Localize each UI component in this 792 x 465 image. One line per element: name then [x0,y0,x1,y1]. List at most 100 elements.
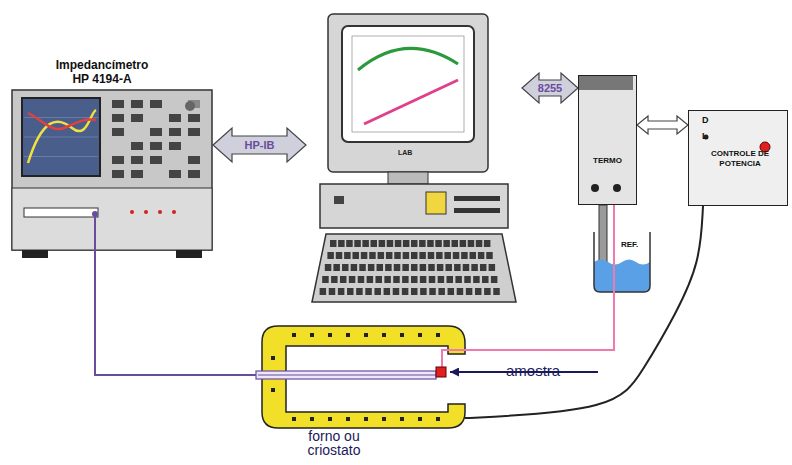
bus-arrow [213,128,306,162]
instrument-key [188,170,200,178]
trace-yellow [28,110,96,163]
thermometer-label: TERMO [579,156,636,166]
instrument-body [12,90,212,250]
power-controller: DLCONTROLE DE POTENCIA [688,110,788,206]
keyboard-key [445,264,452,271]
keyboard-key [402,276,409,283]
keyboard-key [368,264,375,271]
controller-label: CONTROLE DE POTENCIA [707,149,773,169]
instrument-key [169,128,181,136]
keyboard-key [428,252,435,259]
keyboard-key [437,264,444,271]
keyboard-key [338,240,345,247]
keyboard-key [365,288,372,295]
instrument-knob [185,101,195,111]
plot-line-pink [364,80,458,124]
keyboard-key [349,276,356,283]
keyboard-key [333,264,339,271]
keyboard-key [436,252,443,259]
computer-drawing [306,12,522,304]
keyboard-key [379,240,386,247]
thermometer-unit: TERMO [578,75,637,205]
screen-grid [24,156,98,157]
heater-dot [382,417,386,421]
keyboard-key [486,252,493,259]
instrument-key [150,128,162,136]
furnace-cryostat: forno ou criostato [258,324,470,462]
keyboard-key [453,252,460,259]
keyboard-key [384,288,391,295]
instrument-key [150,156,162,164]
label-holder: amostra [506,362,560,380]
instrument-key [150,142,162,150]
heater-dot [382,333,386,337]
keyboard-key [447,276,454,283]
heater-dot [364,417,368,421]
instrument-key [131,170,143,178]
keyboard-key [493,288,500,295]
indicator-dot [144,210,148,214]
instrument-key [131,156,143,164]
heater-dot [271,356,275,360]
keyboard-key [403,252,410,259]
screen-grid [24,137,98,138]
keyboard-key [386,252,393,259]
keyboard-key [394,252,401,259]
keyboard-key [347,288,354,295]
keyboard-key [330,240,337,247]
instrument-key [131,114,143,122]
keyboard-key [438,276,445,283]
computer: LAB [306,12,522,304]
keyboard-key [378,252,385,259]
keyboard-key [461,252,468,259]
instrument-lower-panel [12,188,212,250]
keyboard-key [454,264,461,271]
keyboard-key [429,288,436,295]
keyboard-key [411,252,418,259]
control-arrow [637,116,688,134]
thermometer-unit-drawing [579,76,635,206]
switch-mark: D [702,115,712,125]
keyboard-key [428,264,435,271]
keyboard-key [420,288,427,295]
keyboard-key [354,240,361,247]
instrument-key [131,100,143,108]
keyboard-key [443,240,450,247]
keyboard-key [395,240,402,247]
keyboard-key [420,276,427,283]
keyboard-key [452,240,459,247]
keyboard-key [394,264,401,271]
heater-dot [271,388,275,392]
instrument-foot [176,250,202,258]
monitor-screen [342,26,474,142]
keyboard-key [444,252,451,259]
keyboard-key [491,276,498,283]
instrument-key [188,128,200,136]
keyboard-key [475,288,482,295]
instrument-key [112,128,124,136]
keyboard-key [480,264,487,271]
power-lead-inner [465,417,470,419]
instrument-key [169,142,181,150]
keyboard-key [470,252,477,259]
keyboard-key [322,276,329,283]
keyboard-key [484,240,491,247]
instrument-foot [22,250,48,258]
instrument-key [112,114,124,122]
keyboard-key [338,288,345,295]
keyboard-key [352,252,359,259]
instrument-key [150,100,162,108]
heater-dot [292,417,296,421]
keyboard-key [377,264,384,271]
keyboard-key [403,240,410,247]
keyboard-key [346,240,353,247]
keyboard-key [374,288,381,295]
bus-name: 8255 [536,82,564,95]
instrument-screen [22,98,100,176]
probe-cable [94,214,96,268]
keyboard-key [344,252,351,259]
heater-dot [328,333,332,337]
keyboard-key [384,276,391,283]
power-button [334,196,344,204]
instrument-heading: Impedancímetro HP 4194-A [50,58,154,86]
